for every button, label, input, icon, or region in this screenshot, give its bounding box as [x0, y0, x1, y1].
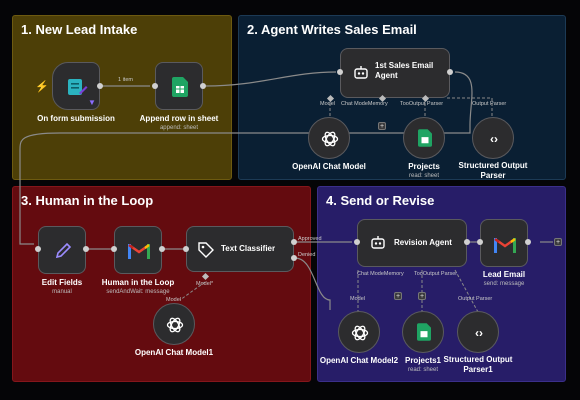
bolt-icon: ⚡: [35, 80, 49, 93]
add-memory-button[interactable]: +: [394, 292, 402, 300]
projects-node[interactable]: [403, 117, 445, 159]
node-label: OpenAI Chat Model2: [319, 356, 399, 365]
node-sublabel: send: message: [483, 281, 525, 287]
text-classifier-node[interactable]: Text Classifier: [186, 226, 294, 272]
output-port[interactable]: [525, 239, 531, 245]
openai-chat-model-node[interactable]: [308, 117, 350, 159]
input-port[interactable]: [35, 246, 41, 252]
projects1-node[interactable]: [402, 311, 444, 353]
openai-chat-model2-node[interactable]: [338, 311, 380, 353]
approved-label: Approved: [298, 236, 322, 242]
node-sublabel: read: sheet: [408, 173, 440, 179]
node-label: Structured Output Parser: [458, 161, 528, 180]
append-row-node[interactable]: [155, 62, 203, 110]
node-label: Projects1: [404, 356, 442, 365]
node-label: Lead Email: [482, 270, 526, 279]
output-port-approved[interactable]: [291, 239, 297, 245]
input-port[interactable]: [183, 246, 189, 252]
node-label: Structured Output Parser1: [443, 355, 513, 374]
pencil-icon: [51, 239, 75, 263]
input-port[interactable]: [354, 239, 360, 245]
node-label: Text Classifier: [221, 244, 276, 253]
openai-icon: [163, 313, 187, 337]
edit-fields-node[interactable]: [38, 226, 86, 274]
output-port[interactable]: [464, 239, 470, 245]
trigger-arrow-icon: ▼: [88, 97, 96, 107]
input-port[interactable]: [152, 83, 158, 89]
gmail-icon: [127, 241, 151, 261]
section-title: 1. New Lead Intake: [21, 22, 138, 37]
port-tool: TooOutput Parser: [400, 101, 444, 107]
node-label: Append row in sheet: [139, 114, 219, 123]
port-output-parser: Output Parser: [458, 296, 493, 302]
openai-icon: [348, 321, 372, 345]
node-label: OpenAI Chat Model1: [134, 348, 214, 357]
tag-icon: [195, 239, 217, 261]
node-sublabel: read: sheet: [407, 367, 439, 373]
section-title: 2. Agent Writes Sales Email: [247, 22, 417, 37]
port-tool: TooOutput Parser: [414, 271, 458, 277]
sales-email-agent-node[interactable]: 1st Sales Email Agent: [340, 48, 450, 98]
code-icon: ‹›: [490, 132, 498, 146]
section-title: 4. Send or Revise: [326, 193, 435, 208]
robot-icon: [351, 63, 371, 83]
port-memory: Chat ModeMemory: [341, 101, 388, 107]
node-label: OpenAI Chat Model: [292, 162, 366, 171]
lead-email-node[interactable]: [480, 219, 528, 267]
port-model: Model: [320, 101, 335, 107]
add-tool-button[interactable]: +: [418, 292, 426, 300]
input-port[interactable]: [477, 239, 483, 245]
add-next-node-button[interactable]: +: [554, 238, 562, 246]
port-memory: Chat ModeMemory: [357, 271, 404, 277]
output-port-denied[interactable]: [291, 255, 297, 261]
sheets-icon: [416, 322, 432, 342]
port-model-in: Model: [166, 297, 181, 303]
node-sublabel: manual: [52, 289, 72, 295]
section-human-in-the-loop: 3. Human in the Loop: [12, 186, 311, 382]
input-port[interactable]: [337, 69, 343, 75]
node-label: Human in the Loop: [101, 278, 175, 287]
input-port[interactable]: [111, 246, 117, 252]
output-port[interactable]: [97, 83, 103, 89]
sheets-icon: [170, 75, 190, 99]
add-memory-button[interactable]: +: [378, 122, 386, 130]
revision-agent-node[interactable]: Revision Agent: [357, 219, 467, 267]
output-port[interactable]: [447, 69, 453, 75]
form-trigger-node[interactable]: ▼: [52, 62, 100, 110]
gmail-icon: [493, 235, 517, 255]
node-label: Revision Agent: [394, 238, 452, 247]
port-model: Model: [350, 296, 365, 302]
node-label: 1st Sales Email Agent: [375, 61, 434, 80]
node-label: On form submission: [37, 114, 115, 123]
sheets-icon: [417, 128, 433, 148]
port-output-parser: Output Parser: [472, 101, 507, 107]
port-model: Model*: [196, 281, 214, 287]
form-icon: [65, 75, 89, 99]
output-port[interactable]: [159, 246, 165, 252]
node-sublabel: append: sheet: [159, 125, 199, 131]
human-in-the-loop-node[interactable]: [114, 226, 162, 274]
structured-output-parser-node[interactable]: ‹›: [472, 117, 514, 159]
code-icon: ‹›: [475, 326, 483, 340]
section-title: 3. Human in the Loop: [21, 193, 154, 208]
openai-icon: [318, 127, 342, 151]
denied-label: Denied: [298, 252, 316, 258]
node-label: Edit Fields: [41, 278, 83, 287]
robot-icon: [368, 233, 388, 253]
section-agent-writes-sales-email: 2. Agent Writes Sales Email: [238, 15, 566, 180]
item-count-label: 1 item: [118, 77, 133, 83]
openai-chat-model1-node[interactable]: [153, 303, 195, 345]
node-label: Projects: [408, 162, 440, 171]
node-sublabel: sendAndWait: message: [106, 289, 170, 295]
output-port[interactable]: [200, 83, 206, 89]
structured-output-parser1-node[interactable]: ‹›: [457, 311, 499, 353]
output-port[interactable]: [83, 246, 89, 252]
